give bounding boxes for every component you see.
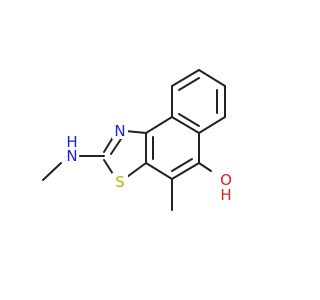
- bond: [198, 116, 226, 134]
- atom-labels: N S H N O H: [63, 121, 232, 204]
- bond: [126, 162, 147, 178]
- bond: [198, 69, 226, 87]
- hydroxyl-hydrogen-label: H: [220, 186, 231, 204]
- label-background: [112, 121, 128, 139]
- label-background: [63, 147, 79, 165]
- bond: [178, 113, 200, 127]
- bond: [110, 138, 122, 155]
- molecule-canvas: N S H N O H: [42, 69, 232, 211]
- structure-diagram: N S H N O H: [42, 69, 232, 211]
- bond: [198, 162, 212, 172]
- bonds: [42, 69, 226, 211]
- bond: [125, 130, 147, 134]
- oxygen-label: O: [220, 171, 232, 189]
- bond: [171, 116, 200, 134]
- bond: [171, 69, 200, 87]
- amine-nitrogen-label: N: [66, 147, 77, 165]
- sulfur-label: S: [115, 173, 125, 191]
- amine-hydrogen-label: H: [66, 133, 77, 151]
- ring-nitrogen-label: N: [114, 122, 125, 140]
- bond: [171, 162, 200, 180]
- bond: [145, 116, 173, 134]
- bond: [42, 162, 62, 181]
- bond: [171, 158, 193, 172]
- label-background: [112, 173, 128, 191]
- bond: [178, 77, 200, 91]
- bond: [103, 159, 114, 175]
- bond: [145, 162, 173, 180]
